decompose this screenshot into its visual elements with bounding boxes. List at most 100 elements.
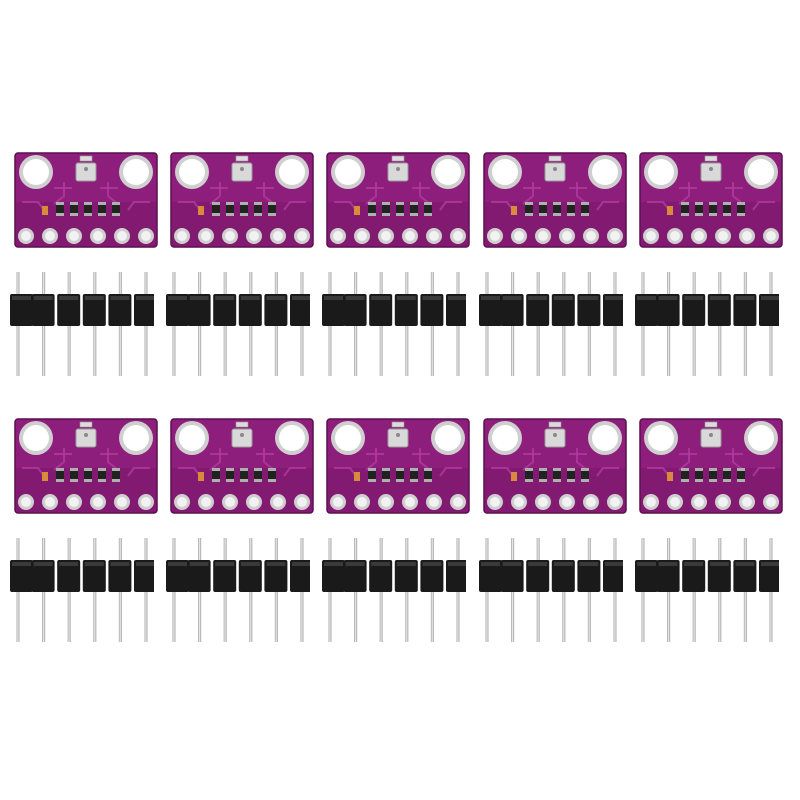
header-housing-block [551, 560, 575, 592]
header-housing-block [322, 294, 345, 326]
sensor-breakout-board-icon [483, 152, 627, 248]
sensor-breakout-board-icon [14, 152, 158, 248]
smd-component [525, 202, 533, 216]
sensor-breakout-board [326, 152, 470, 248]
header-housing-block [82, 294, 106, 326]
sensor-breakout-board [483, 418, 627, 514]
smd-component [424, 468, 432, 482]
sensor-breakout-board-icon [639, 152, 783, 248]
pin-header [10, 538, 154, 642]
smd-resistor [42, 206, 48, 215]
header-housing-block [213, 294, 237, 326]
smd-component [396, 468, 404, 482]
header-housing-block [759, 560, 779, 592]
pin-header-6pin-icon [322, 538, 466, 642]
smd-component [112, 202, 120, 216]
header-housing-block [31, 560, 55, 592]
sensor-breakout-board [14, 152, 158, 248]
sensor-breakout-board [14, 418, 158, 514]
header-housing-block [108, 294, 132, 326]
header-housing-block [479, 560, 502, 592]
pressure-sensor-chip [544, 162, 566, 182]
smd-resistor [511, 206, 517, 215]
header-housing-block [238, 560, 262, 592]
pressure-sensor-chip [387, 162, 409, 182]
header-housing-block [682, 294, 706, 326]
sensor-breakout-board [639, 152, 783, 248]
smd-component [98, 468, 106, 482]
smd-component [681, 468, 689, 482]
pin-header [479, 272, 623, 376]
smd-component [737, 468, 745, 482]
header-housing-block [526, 294, 550, 326]
pin-header-6pin-icon [10, 538, 154, 642]
smd-resistor [198, 206, 204, 215]
smd-component [240, 202, 248, 216]
smd-component [525, 468, 533, 482]
smd-component [709, 202, 717, 216]
header-housing-block [264, 560, 288, 592]
header-housing-block [603, 560, 623, 592]
header-housing-block [656, 294, 680, 326]
pin-header [166, 538, 310, 642]
pin-header-6pin-icon [166, 272, 310, 376]
header-housing-block [635, 294, 658, 326]
smd-component [226, 202, 234, 216]
smd-component [268, 468, 276, 482]
header-housing-block [166, 560, 189, 592]
pin-header-6pin-icon [10, 272, 154, 376]
header-housing-block [343, 294, 367, 326]
smd-component [254, 468, 262, 482]
smd-resistor [198, 472, 204, 481]
smd-component [695, 202, 703, 216]
smd-resistor [667, 206, 673, 215]
header-housing-block [264, 294, 288, 326]
header-housing-block [166, 294, 189, 326]
header-housing-block [343, 560, 367, 592]
pin-header [322, 538, 466, 642]
pin-header [479, 538, 623, 642]
smd-component [226, 468, 234, 482]
smd-component [723, 202, 731, 216]
pressure-sensor-chip [75, 162, 97, 182]
smd-resistor [42, 472, 48, 481]
smd-component [70, 468, 78, 482]
pin-header-6pin-icon [479, 272, 623, 376]
header-housing-block [446, 294, 466, 326]
sensor-breakout-board-icon [14, 418, 158, 514]
sensor-breakout-board-icon [483, 418, 627, 514]
pin-header [635, 538, 779, 642]
header-housing-block [500, 294, 524, 326]
header-housing-block [707, 560, 731, 592]
header-housing-block [500, 560, 524, 592]
smd-component [737, 202, 745, 216]
pressure-sensor-chip [231, 162, 253, 182]
smd-component [539, 202, 547, 216]
header-housing-block [551, 294, 575, 326]
smd-component [112, 468, 120, 482]
header-housing-block [57, 560, 81, 592]
header-housing-block [577, 560, 601, 592]
smd-component [553, 468, 561, 482]
smd-component [84, 202, 92, 216]
sensor-breakout-board-icon [170, 152, 314, 248]
pin-header [635, 272, 779, 376]
pressure-sensor-chip [700, 428, 722, 448]
smd-component [254, 202, 262, 216]
pressure-sensor-chip [700, 162, 722, 182]
sensor-breakout-board [170, 418, 314, 514]
smd-component [567, 468, 575, 482]
smd-component [84, 468, 92, 482]
sensor-breakout-board [483, 152, 627, 248]
smd-component [410, 468, 418, 482]
smd-resistor [511, 472, 517, 481]
pin-header-6pin-icon [479, 538, 623, 642]
pressure-sensor-chip [387, 428, 409, 448]
smd-component [723, 468, 731, 482]
header-housing-block [635, 560, 658, 592]
pin-header-6pin-icon [635, 538, 779, 642]
smd-component [396, 202, 404, 216]
header-housing-block [733, 560, 757, 592]
header-housing-block [577, 294, 601, 326]
sensor-breakout-board [326, 418, 470, 514]
